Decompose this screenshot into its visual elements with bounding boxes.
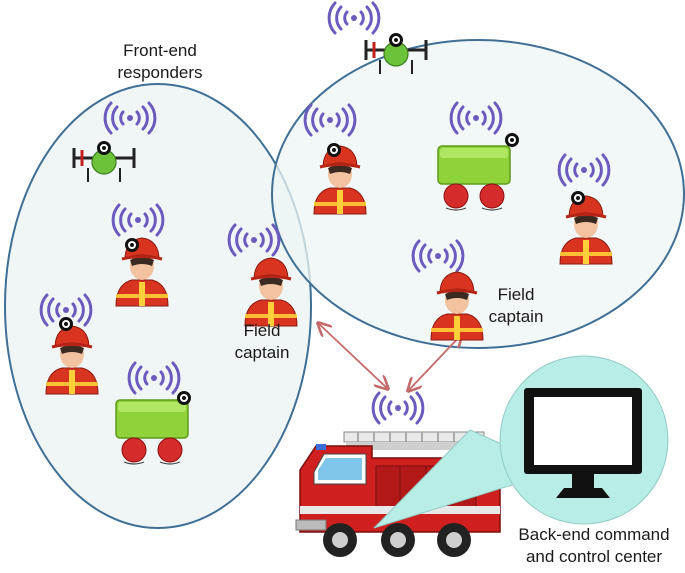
front-end-label: Front-end responders: [80, 40, 240, 84]
back-end-label: Back-end command and control center: [504, 524, 684, 568]
field-captain-right-label: Field captain: [476, 284, 556, 328]
control-center: [373, 355, 669, 529]
field-captain-left-line-2: captain: [234, 343, 290, 362]
back-end-line-1: Back-end command: [518, 525, 670, 544]
front-end-line-1: Front-end: [123, 41, 197, 60]
front-end-line-2: responders: [117, 63, 203, 82]
field-captain-left-label: Field captain: [222, 320, 302, 364]
back-end-line-2: and control center: [525, 547, 663, 566]
right-cluster: [271, 39, 685, 349]
field-captain-left-line-1: Field: [243, 321, 281, 340]
monitor-icon: [524, 388, 642, 498]
field-captain-right-line-2: captain: [488, 307, 544, 326]
link-arrow-right: [408, 334, 462, 391]
link-arrow-left: [318, 323, 388, 389]
field-captain-right-line-1: Field: [497, 285, 535, 304]
